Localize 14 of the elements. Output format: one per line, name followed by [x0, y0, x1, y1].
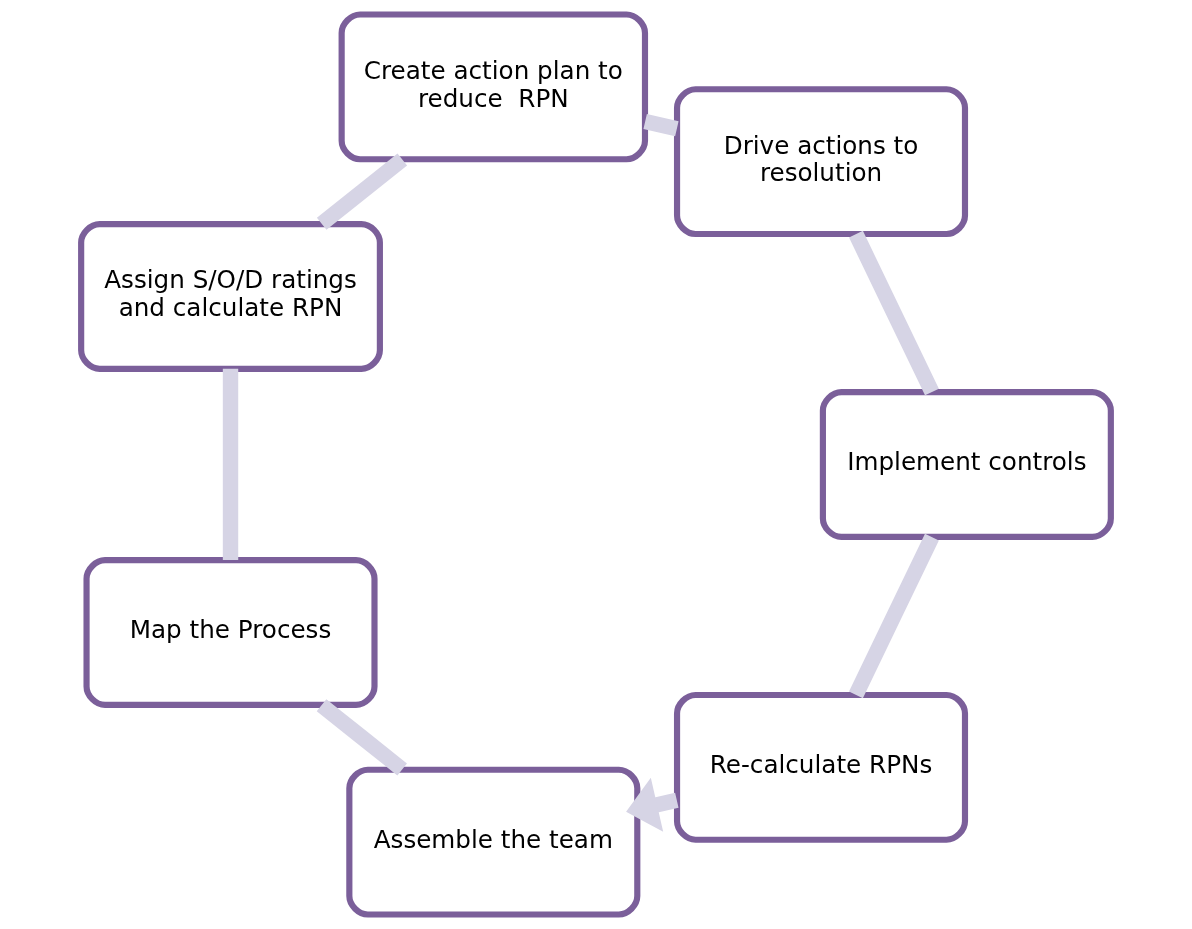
- node-box: Map the Process: [83, 557, 378, 708]
- node-box: Create action plan to reduce RPN: [338, 11, 649, 163]
- connector: [316, 153, 408, 230]
- connector: [643, 114, 679, 137]
- node-box: Assign S/O/D ratings and calculate RPN: [78, 221, 383, 372]
- node-box: Assemble the team: [346, 766, 641, 918]
- node-box: Re-calculate RPNs: [673, 691, 969, 843]
- connector: [849, 230, 939, 396]
- connector: [849, 533, 939, 699]
- connector: [316, 699, 407, 776]
- connector: [222, 368, 239, 561]
- node-box: Implement controls: [819, 389, 1114, 540]
- node-box: Drive actions to resolution: [673, 86, 969, 238]
- arrow: [626, 777, 679, 832]
